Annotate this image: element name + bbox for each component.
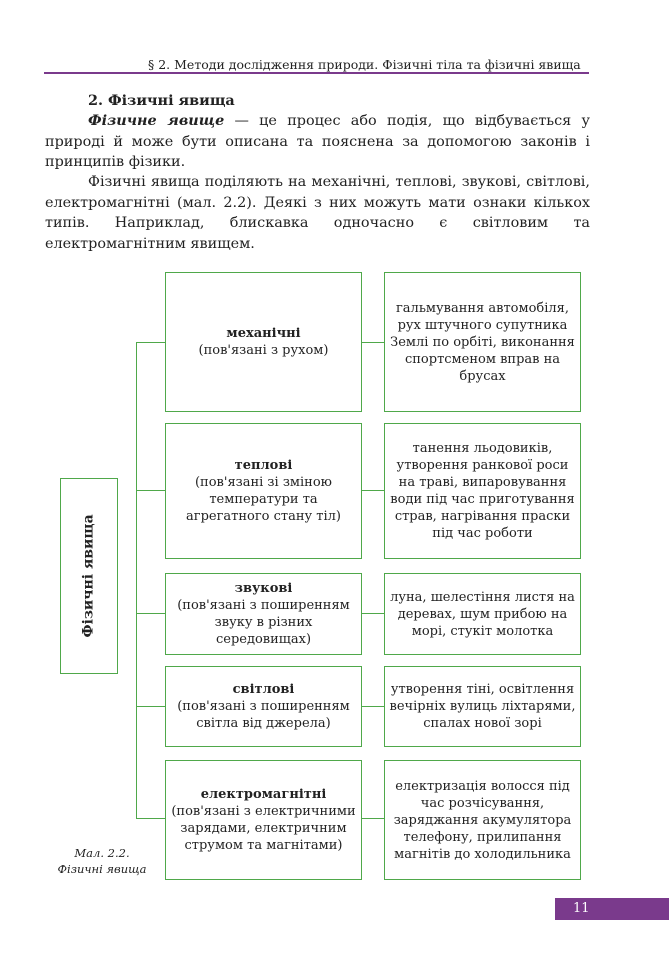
figure-caption: Мал. 2.2. Фізичні явища (52, 845, 152, 877)
connector-link (362, 342, 384, 343)
connector-branch (136, 342, 165, 343)
section-title: 2. Фізичні явища (88, 92, 235, 109)
figure-number: Мал. 2.2. (74, 846, 130, 860)
page-number: 11 (555, 898, 669, 920)
category-box-electromagnetic: електромагнітні (пов'язані з електричним… (165, 760, 362, 880)
connector-link (362, 613, 384, 614)
examples-box-thermal: танення льодовиків, утворення ранкової р… (384, 423, 581, 559)
connector-link (362, 818, 384, 819)
connector-branch (136, 490, 165, 491)
category-name: звукові (234, 581, 293, 596)
category-box-thermal: теплові (пов'язані зі зміною температури… (165, 423, 362, 559)
connector-branch (136, 613, 165, 614)
category-name: механічні (226, 326, 301, 341)
category-name: теплові (234, 458, 293, 473)
figure-title: Фізичні явища (57, 862, 147, 876)
definition-text: — це процес або подія, що відбувається у… (45, 113, 590, 170)
header-rule (44, 72, 589, 74)
category-name: електромагнітні (200, 787, 327, 802)
category-desc: (пов'язані зі зміною температури та агре… (186, 475, 341, 524)
connector-link (362, 706, 384, 707)
paragraph-types: Фізичні явища поділяють на механічні, те… (45, 174, 590, 252)
category-box-mechanical: механічні (пов'язані з рухом) (165, 272, 362, 412)
category-box-light: світлові (пов'язані з поширенням світла … (165, 666, 362, 747)
running-header: § 2. Методи дослідження природи. Фізичні… (148, 57, 581, 72)
root-box: Фізичні явища (60, 478, 118, 674)
connector-branch (136, 818, 165, 819)
connector-link (362, 490, 384, 491)
category-name: світлові (232, 682, 295, 697)
examples-box-sound: луна, шелестіння листя на деревах, шум п… (384, 573, 581, 655)
term: Фізичне явище (88, 112, 225, 129)
category-box-sound: звукові (пов'язані з поширенням звуку в … (165, 573, 362, 655)
category-desc: (пов'язані з рухом) (198, 343, 329, 358)
connector-branch (136, 706, 165, 707)
examples-box-light: утворення тіні, освітлення вечірніх вули… (384, 666, 581, 747)
category-desc: (пов'язані з електричними зарядами, елек… (171, 804, 356, 853)
examples-box-electromagnetic: електризація волосся під час розчісуванн… (384, 760, 581, 880)
root-label: Фізичні явища (81, 514, 97, 638)
category-desc: (пов'язані з поширенням світла від джере… (177, 699, 350, 731)
category-desc: (пов'язані з поширенням звуку в різних с… (177, 598, 350, 647)
examples-box-mechanical: гальмування автомобіля, рух штучного суп… (384, 272, 581, 412)
connector-trunk (136, 342, 137, 818)
paragraph-definition: Фізичне явище — це процес або подія, що … (45, 111, 590, 173)
